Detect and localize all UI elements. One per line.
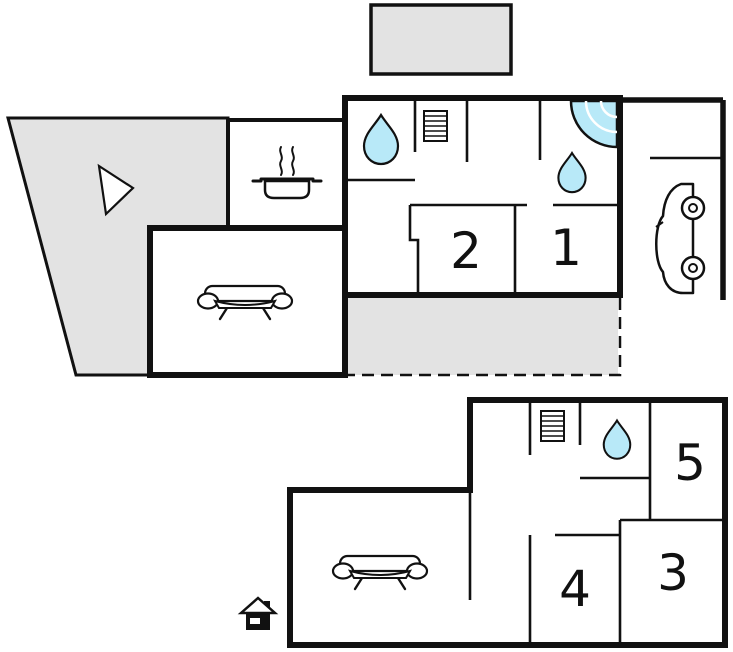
radiator-icon <box>540 410 565 442</box>
upper-living-room <box>147 225 348 378</box>
car-icon <box>655 182 706 295</box>
house-icon <box>237 596 279 630</box>
room-1-label: 1 <box>550 219 582 277</box>
upper-interior-walls <box>345 98 617 293</box>
radiator-icon <box>423 110 448 142</box>
stove-icon <box>251 146 323 200</box>
north-triangle-icon <box>97 163 135 217</box>
sofa-icon <box>196 284 294 321</box>
room-4-label: 4 <box>559 560 591 618</box>
room-3-label: 3 <box>657 544 689 602</box>
sofa-icon <box>331 554 429 591</box>
shower-icon <box>569 99 619 149</box>
lower-interior-walls <box>468 400 725 645</box>
dashed-terrace <box>348 298 618 375</box>
dashed-terrace-border <box>345 298 622 377</box>
carport-walls <box>620 97 726 300</box>
water-drop-icon <box>557 150 587 194</box>
kitchen-room <box>226 118 347 230</box>
water-drop-icon <box>602 418 632 460</box>
water-drop-icon <box>362 112 400 166</box>
lower-building <box>287 397 728 648</box>
balcony-terrace <box>369 3 513 76</box>
room-2-label: 2 <box>450 222 482 280</box>
room-5-label: 5 <box>674 434 706 492</box>
